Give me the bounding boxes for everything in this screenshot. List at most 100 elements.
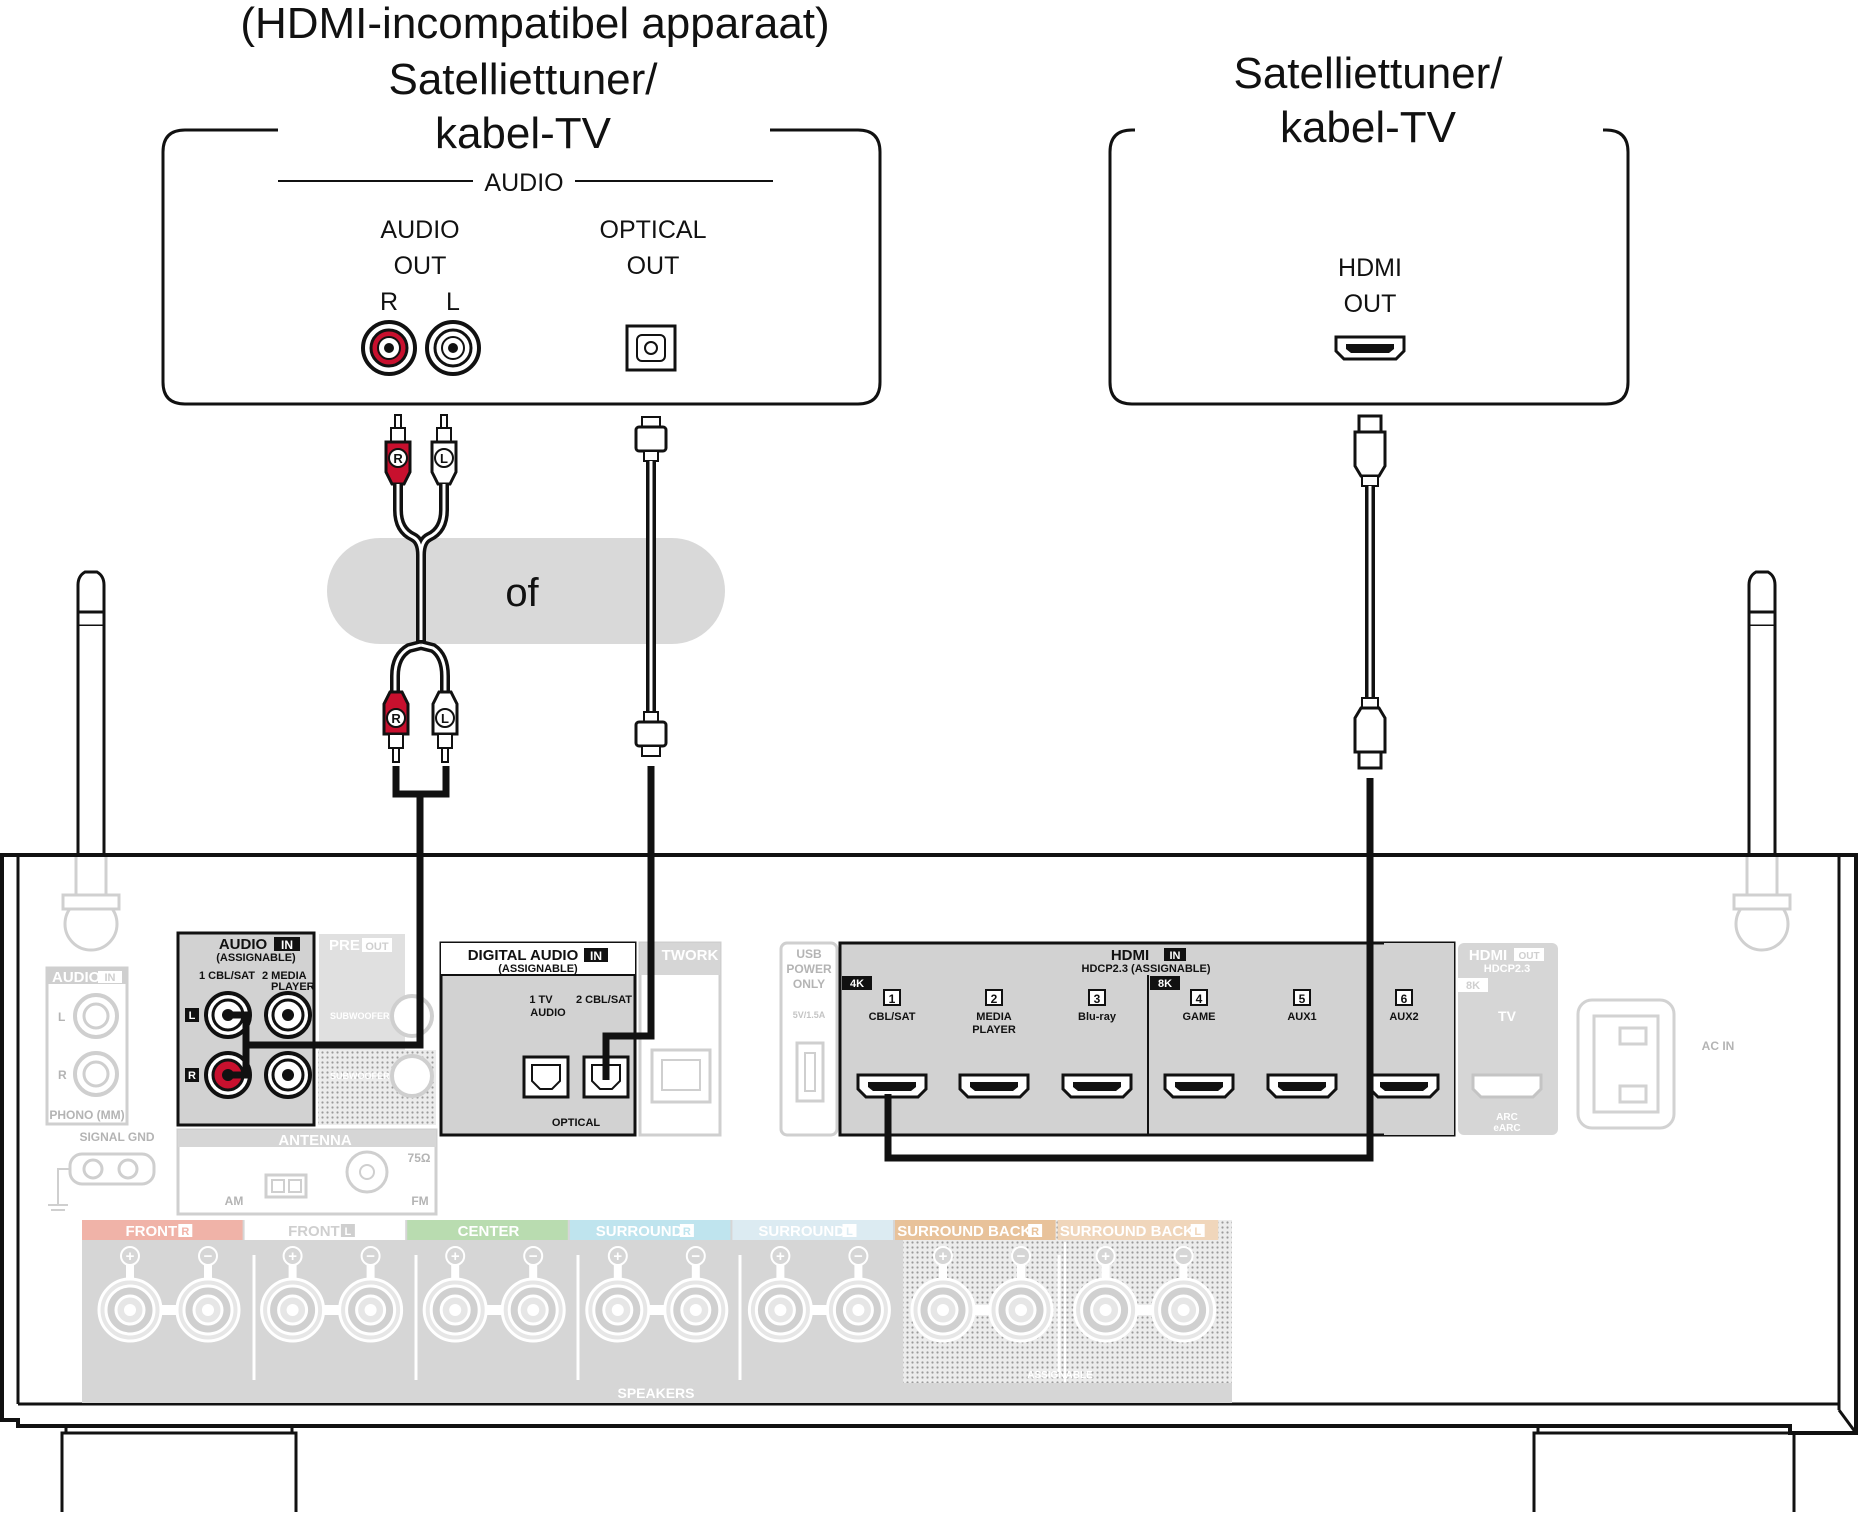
speaker-plus-sign: +: [1101, 1248, 1110, 1265]
hdmi-port-4-num: 4: [1196, 992, 1203, 1006]
hdmi-out-panel-tag: 8K: [1466, 980, 1480, 992]
speaker-terminal: [260, 1277, 326, 1343]
speaker-terminal: [747, 1277, 813, 1343]
hdmi-in-port-3: 3 Blu-ray: [1061, 989, 1133, 1099]
speaker-terminal-stem: [451, 1254, 460, 1284]
speaker-terminal: [1151, 1277, 1217, 1343]
speaker-terminal-stem: [288, 1254, 297, 1284]
speaker-plus-sign: +: [126, 1248, 135, 1265]
audio-in-1-label: 1 CBL/SAT: [199, 970, 255, 982]
hdmi-port-6-label: AUX2: [1389, 1011, 1418, 1023]
speaker-group-badge: R: [1031, 1226, 1039, 1238]
left-device-title-2: kabel-TV: [435, 109, 612, 158]
rca-out-l-jack: [425, 320, 481, 376]
speaker-polarity-badge: [198, 1246, 218, 1266]
ohm-label: 75Ω: [408, 1151, 431, 1165]
speaker-group-label: FRONT: [288, 1223, 340, 1240]
speaker-group-3: CENTER+−: [407, 1220, 568, 1343]
hdmi-out-label: HDMI: [1338, 254, 1402, 282]
am-label: AM: [225, 1194, 244, 1208]
ac-in-label: AC IN: [1702, 1039, 1735, 1053]
hdmi-in-badge: IN: [1170, 950, 1181, 962]
hdmi-port-1-num: 1: [889, 992, 896, 1006]
hdmi-out-earc: eARC: [1493, 1123, 1520, 1134]
usb-label-1: USB: [796, 947, 822, 961]
speaker-polarity-badge: [770, 1246, 791, 1266]
speaker-group-badge-box: [178, 1224, 193, 1237]
speaker-terminal-stem: [126, 1254, 134, 1284]
hdmi-out-label-2: OUT: [1344, 290, 1397, 318]
speaker-group-badge-box: [842, 1224, 857, 1237]
hdmi-port-2-label-2: PLAYER: [972, 1024, 1016, 1036]
hdmi-in-port-1: 1 CBL/SAT: [856, 989, 928, 1099]
optical-cable: [602, 416, 668, 1080]
hdmi-port-5-label: AUX1: [1287, 1011, 1316, 1023]
rca-bottom-plug-l: L: [431, 690, 459, 763]
fm-label: FM: [411, 1194, 428, 1208]
speaker-terminal: [988, 1277, 1054, 1343]
speaker-minus-sign: −: [366, 1248, 375, 1265]
speaker-minus-sign: −: [854, 1248, 863, 1265]
rca-top-plug-l-label: L: [440, 451, 448, 466]
antenna-title: ANTENNA: [278, 1132, 351, 1149]
speaker-terminal-stem: [529, 1254, 538, 1284]
speaker-group-label: FRONT: [125, 1223, 177, 1240]
audio-in-2-label-2: PLAYER: [271, 981, 315, 993]
rca-bottom-plug-r: R: [382, 690, 410, 763]
speaker-polarity-badge: [933, 1246, 953, 1266]
speaker-terminal-stem: [854, 1254, 863, 1284]
speaker-polarity-badge: [360, 1246, 381, 1266]
phono-badge: IN: [105, 972, 116, 984]
audio-in-2-l-jack: [264, 991, 312, 1039]
hdmi-port-1-label: CBL/SAT: [869, 1011, 916, 1023]
digital-in-1-label: 1 TV: [529, 994, 553, 1006]
phono-title: AUDIO: [52, 969, 101, 986]
audio-out-label-2: OUT: [394, 252, 447, 280]
digital-in-2-label: 2 CBL/SAT: [576, 994, 632, 1006]
speaker-polarity-badge: [523, 1246, 544, 1266]
speaker-group-label: CENTER: [458, 1223, 520, 1240]
speaker-terminal-stem: [1101, 1254, 1110, 1284]
speaker-plus-sign: +: [613, 1248, 622, 1265]
hdmi-out-panel-title: HDMI: [1469, 947, 1507, 964]
speaker-group-header: [1057, 1220, 1219, 1240]
audio-in-r: R: [188, 1070, 196, 1082]
speaker-terminal-bridge: [943, 1305, 1021, 1315]
optical-bottom-plug: [634, 711, 668, 757]
hdmi-8k-tag: 8K: [1158, 978, 1172, 990]
audio-in-sub: (ASSIGNABLE): [216, 952, 296, 964]
audio-in-badge: IN: [281, 938, 293, 952]
speaker-terminal-bridge: [617, 1305, 696, 1315]
speaker-minus-sign: −: [204, 1248, 213, 1265]
hdmi-in-panel: HDMI IN HDCP2.3 (ASSIGNABLE) 4K 8K 1 CBL…: [838, 941, 1456, 1137]
hdmi-out-tv-label: TV: [1498, 1008, 1517, 1024]
hdmi-in-port-2: 2 MEDIA PLAYER: [958, 989, 1030, 1099]
rca-cable: R L R L: [228, 414, 459, 1079]
audio-out-label: AUDIO: [380, 216, 459, 244]
speaker-minus-sign: −: [691, 1248, 700, 1265]
speaker-minus-sign: −: [1179, 1248, 1188, 1265]
speaker-terminal-stem: [691, 1254, 700, 1284]
speaker-polarity-badge: [1011, 1246, 1031, 1266]
speaker-plus-sign: +: [939, 1248, 948, 1265]
hdmi-out-panel: HDMI OUT HDCP2.3 8K TV ARC eARC: [1458, 943, 1558, 1135]
speaker-group-badge: L: [846, 1226, 853, 1238]
speaker-group-label: SURROUND: [596, 1223, 683, 1240]
hdmi-port-4-label: GAME: [1183, 1011, 1216, 1023]
or-label: of: [505, 571, 539, 615]
optical-out-label: OPTICAL: [600, 216, 707, 244]
speaker-terminal: [97, 1277, 163, 1343]
speaker-polarity-badge: [685, 1246, 706, 1266]
jack-r-label: R: [380, 288, 398, 316]
speaker-group-badge-box: [1028, 1224, 1043, 1237]
rca-top-plug-l: L: [430, 414, 458, 486]
speaker-terminal-bridge: [455, 1305, 534, 1315]
speaker-group-badge: L: [1194, 1226, 1201, 1238]
optical-top-plug: [634, 416, 668, 462]
speaker-minus-sign: −: [529, 1248, 538, 1265]
or-pill: [327, 538, 725, 644]
hdmi-out-jack: [1334, 335, 1406, 361]
hdmi-port-6-num: 6: [1401, 992, 1408, 1006]
